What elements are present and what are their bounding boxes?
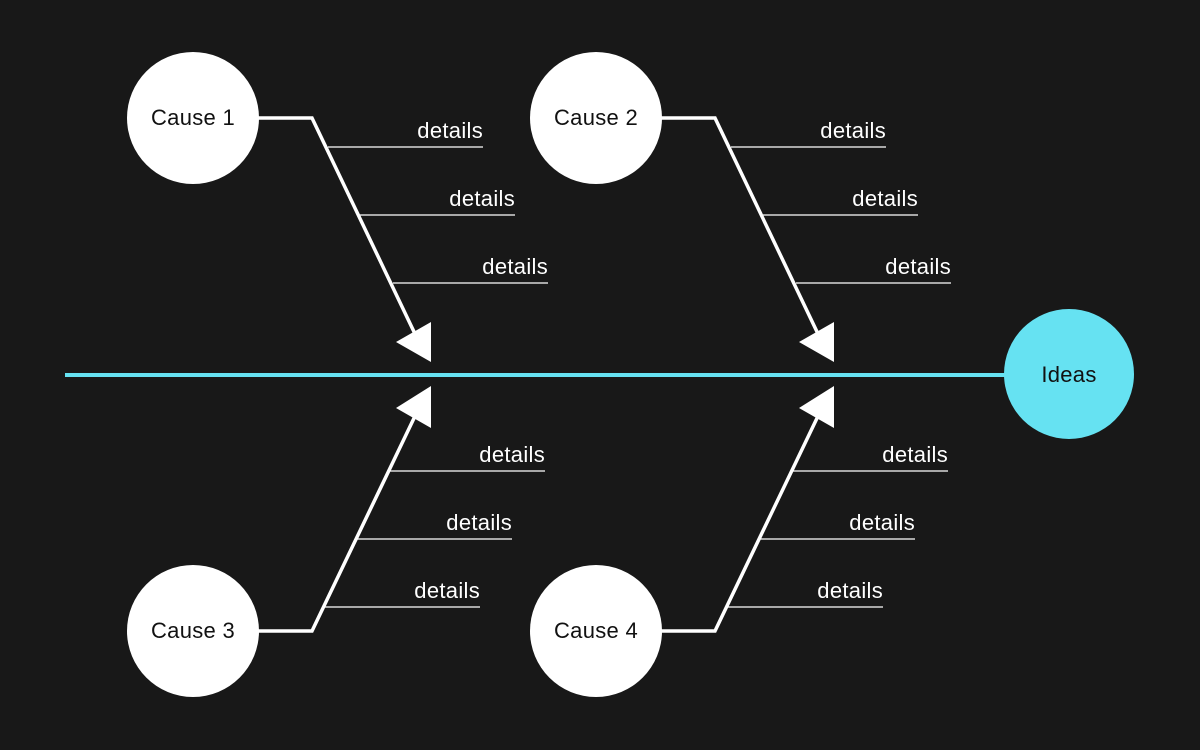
effect-circle	[1004, 309, 1134, 439]
cause-branch-1: Cause 1 details details details	[127, 52, 548, 362]
cause-2-arrowhead	[799, 322, 834, 362]
cause-1-detail-2: details	[449, 186, 515, 211]
cause-1-detail-1: details	[417, 118, 483, 143]
cause-2-detail-1: details	[820, 118, 886, 143]
cause-4-arrowhead	[799, 386, 834, 428]
cause-2-detail-3: details	[885, 254, 951, 279]
cause-3-circle	[127, 565, 259, 697]
cause-branch-3: Cause 3 details details details	[127, 386, 545, 697]
cause-3-label: Cause 3	[151, 618, 235, 643]
cause-3-arrowhead	[396, 386, 431, 428]
cause-2-label: Cause 2	[554, 105, 638, 130]
cause-4-connector	[660, 413, 821, 633]
cause-2-detail-2: details	[852, 186, 918, 211]
cause-1-detail-3: details	[482, 254, 548, 279]
cause-1-connector	[258, 116, 418, 337]
effect-label: Ideas	[1041, 362, 1096, 387]
cause-3-detail-1: details	[479, 442, 545, 467]
cause-4-detail-3: details	[817, 578, 883, 603]
cause-4-label: Cause 4	[554, 618, 638, 643]
cause-branch-4: Cause 4 details details details	[530, 386, 948, 697]
effect-node: Ideas	[1004, 309, 1134, 439]
cause-branch-2: Cause 2 details details details	[530, 52, 951, 362]
cause-4-detail-2: details	[849, 510, 915, 535]
cause-3-connector	[258, 413, 418, 633]
cause-1-label: Cause 1	[151, 105, 235, 130]
cause-4-circle	[530, 565, 662, 697]
cause-4-detail-1: details	[882, 442, 948, 467]
cause-1-arrowhead	[396, 322, 431, 362]
cause-2-connector	[660, 116, 821, 337]
cause-1-circle	[127, 52, 259, 184]
cause-3-detail-3: details	[414, 578, 480, 603]
cause-2-circle	[530, 52, 662, 184]
cause-3-detail-2: details	[446, 510, 512, 535]
